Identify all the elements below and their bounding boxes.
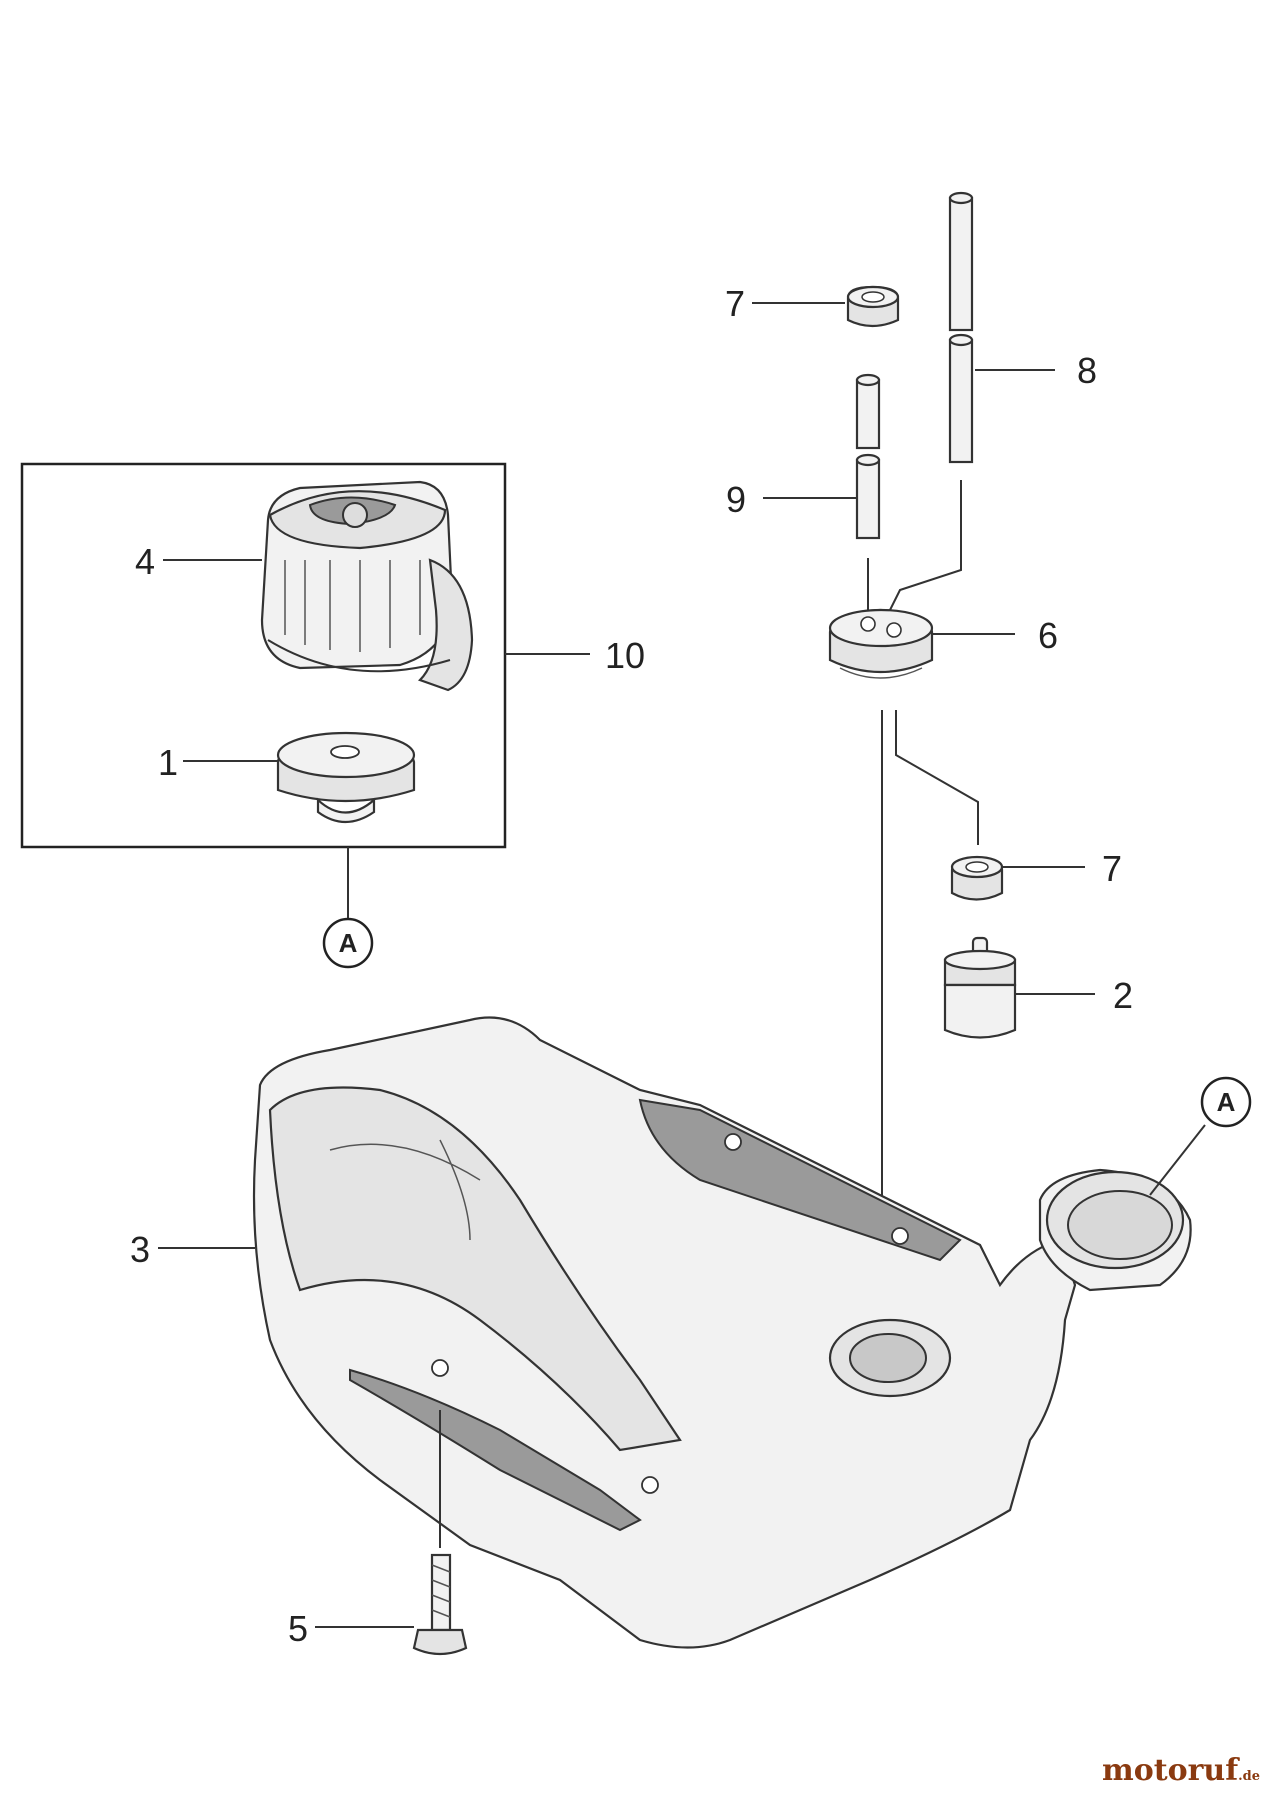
ref-circle-a-cap: A [322,917,374,969]
callout-1: 1 [158,742,178,783]
grommet-part-7-upper [846,285,900,328]
callout-7-lower: 7 [1102,848,1122,889]
callout-9: 9 [726,479,746,520]
callout-4: 4 [135,541,155,582]
callout-6: 6 [1038,615,1058,656]
callout-8: 8 [1077,350,1097,391]
svg-text:A: A [1217,1087,1236,1117]
screw-part-5 [412,1410,468,1656]
fuel-cap-part-4 [260,480,474,692]
svg-text:A: A [339,928,358,958]
tube-part-8 [889,191,974,611]
grommet-part-7-lower [950,855,1004,901]
callout-5: 5 [288,1608,308,1649]
callout-2: 2 [1113,975,1133,1016]
callout-10: 10 [605,635,645,676]
leader-lines [158,302,1206,1628]
callout-7-upper: 7 [725,283,745,324]
leader-6-to-7 [895,710,979,845]
ref-circle-a-tank: A [1200,1076,1252,1128]
cap-insert-part-1 [276,731,416,823]
fuel-filter-part-2 [943,936,1017,1039]
stopper-part-6 [828,608,934,679]
fuel-tank-part-3 [252,1016,1192,1649]
watermark-logo: motoruf.de [1101,1753,1260,1788]
tube-part-9 [855,373,881,612]
cap-assembly-box [20,462,507,849]
callout-3: 3 [130,1229,150,1270]
